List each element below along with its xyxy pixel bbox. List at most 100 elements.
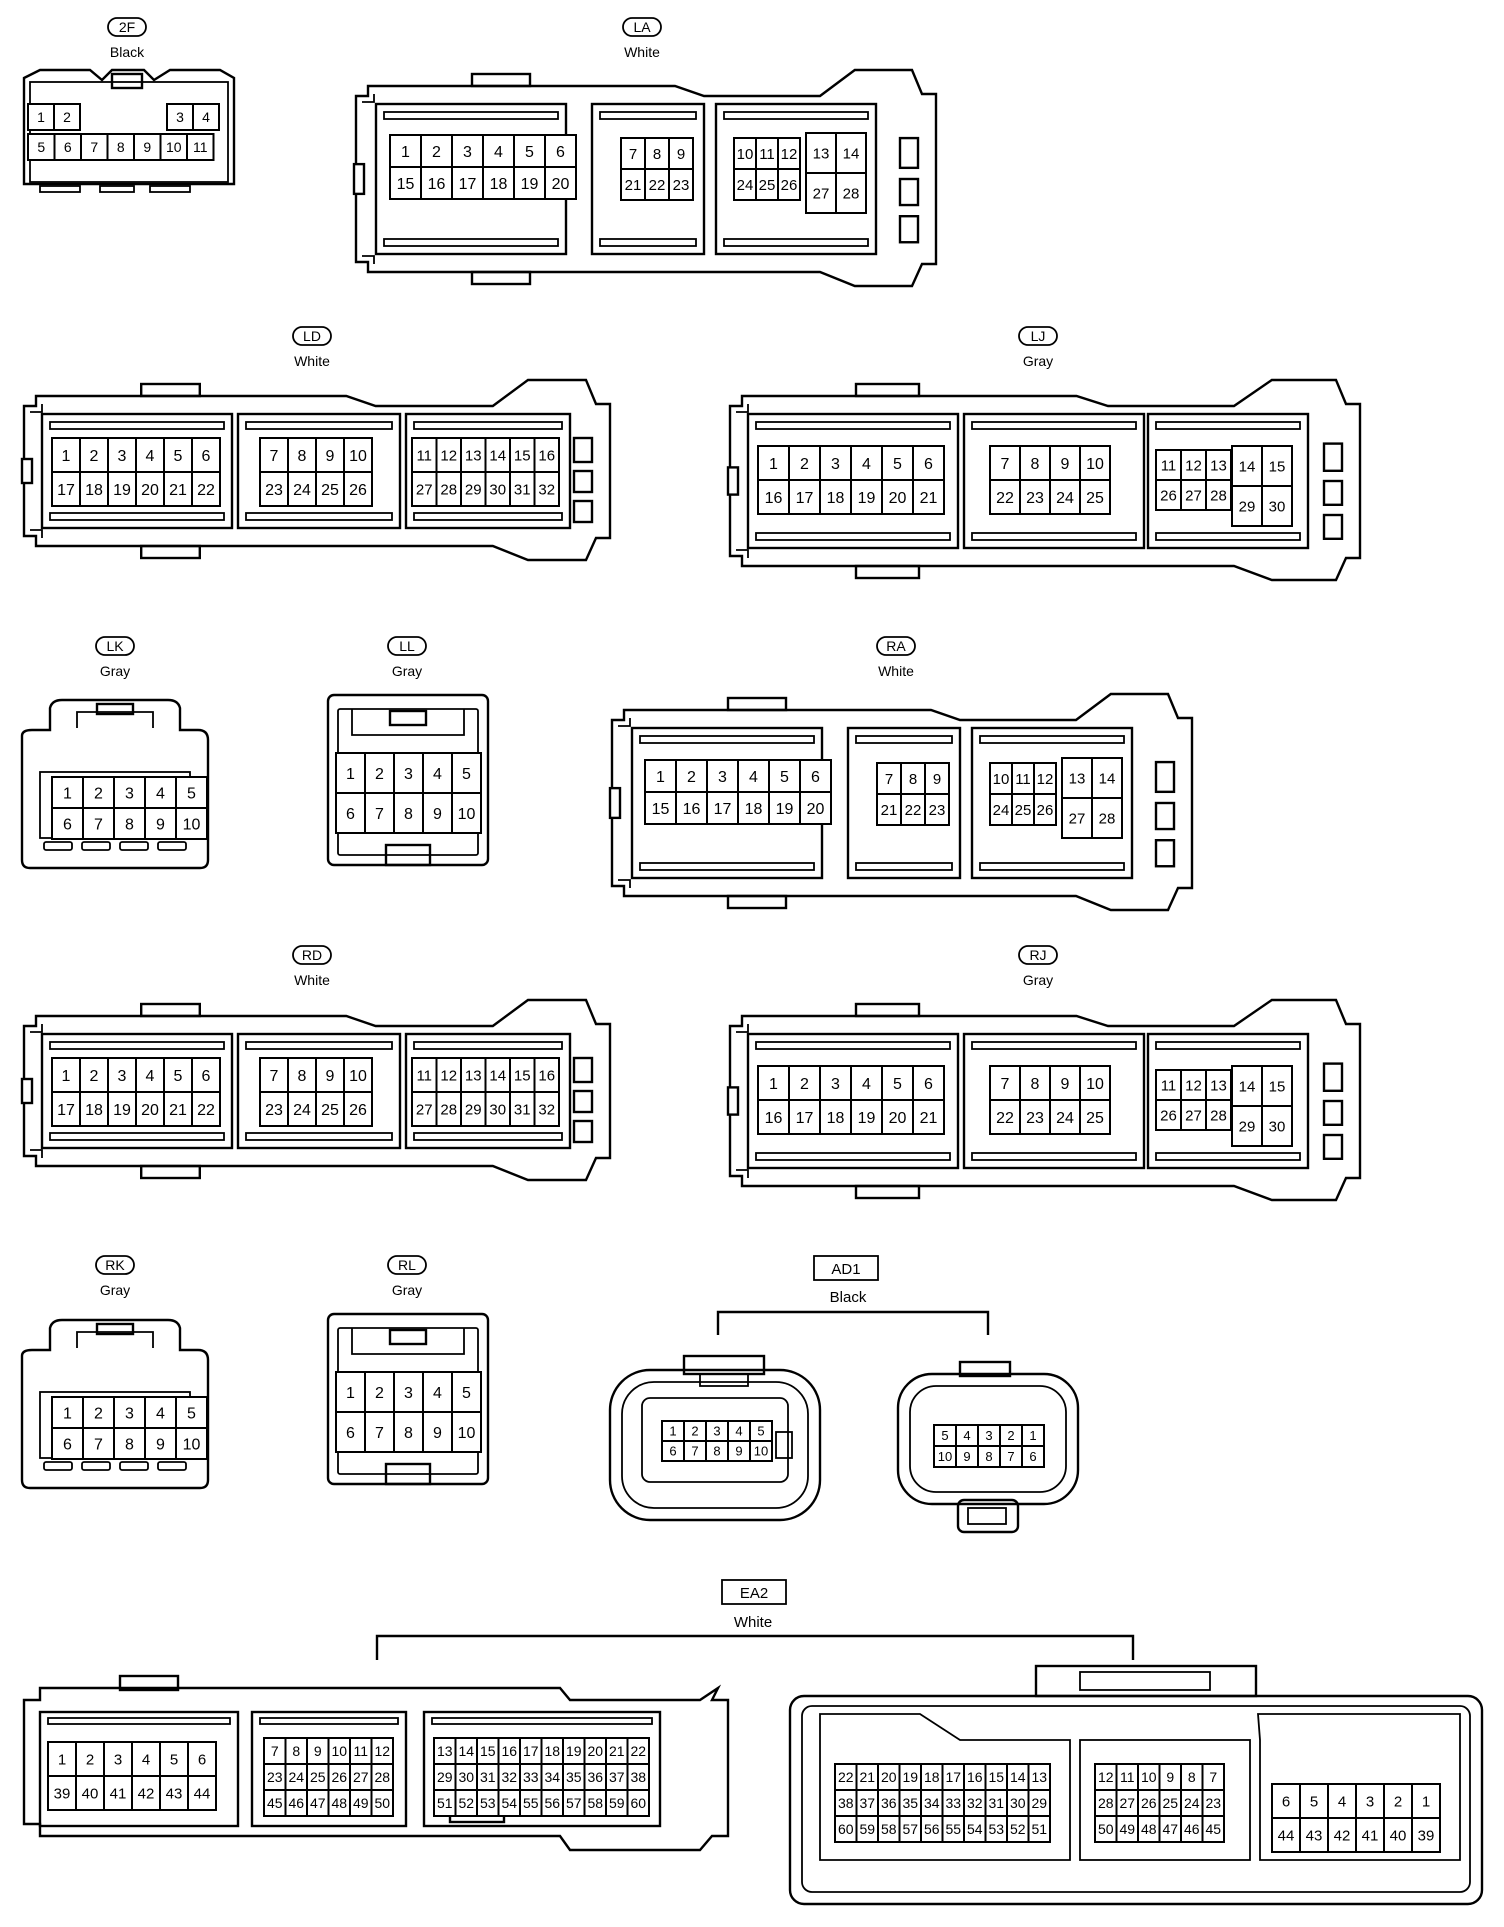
pin-number: 27 [1185, 1107, 1202, 1124]
pin-cell [1261, 1105, 1293, 1147]
pin-number: 48 [331, 1795, 347, 1811]
pin-number: 3 [114, 1751, 122, 1768]
pin-number: 3 [713, 1424, 720, 1439]
pin-number: 8 [1031, 1076, 1040, 1093]
pin-cell [451, 1411, 482, 1453]
slot [971, 421, 1137, 430]
slot [971, 1152, 1137, 1161]
pin-number: 6 [1029, 1449, 1036, 1464]
pin-cell [835, 172, 867, 214]
pin-cell [27, 103, 55, 131]
pin-number: 1 [37, 109, 45, 125]
connector-label-LK: LK Gray [95, 636, 135, 679]
pin-cell [343, 1057, 373, 1093]
pin-number: 27 [1069, 810, 1086, 827]
side-notch [352, 162, 366, 196]
pin-number: 3 [118, 448, 127, 465]
top-latch [139, 382, 201, 398]
pin-number: 59 [609, 1795, 625, 1811]
pin-number: 31 [514, 481, 531, 498]
pin-number: 3 [985, 1428, 992, 1443]
pin-number: 15 [1269, 458, 1286, 475]
pin-cell [135, 1091, 165, 1127]
pin-number: 13 [813, 145, 830, 162]
section-frame [714, 102, 878, 256]
pin-number: 58 [587, 1795, 603, 1811]
pin-cell [389, 166, 422, 200]
pin-cell [749, 1440, 773, 1462]
connector-id: 2F [119, 19, 135, 35]
slot [599, 238, 697, 247]
pin-number: 4 [202, 109, 210, 125]
pin-number: 37 [609, 1769, 625, 1785]
pin-number: 13 [465, 447, 482, 464]
latch-frame [76, 1331, 154, 1348]
pin-number: 20 [881, 1769, 897, 1785]
pin-number: 9 [735, 1444, 742, 1459]
pin-cell [850, 1099, 883, 1135]
pin-cell [460, 1091, 487, 1127]
pin-number: 12 [1098, 1769, 1114, 1785]
pin-number: 7 [1007, 1449, 1014, 1464]
pin-cell [163, 471, 193, 507]
pin-number: 20 [889, 1110, 907, 1127]
pin-number: 1 [58, 1751, 66, 1768]
pin-cell [389, 134, 422, 168]
pin-number: 15 [652, 801, 670, 818]
pin-number: 18 [544, 1743, 560, 1759]
pin-number: 9 [1061, 456, 1070, 473]
pin-number: 7 [94, 816, 103, 833]
slot [245, 512, 393, 521]
connector-label-RA: RA White [876, 636, 916, 679]
pin-number: 8 [117, 139, 125, 155]
slot [43, 841, 73, 851]
pin-cell [422, 752, 453, 794]
pin-number: 58 [881, 1821, 897, 1837]
pin-number: 30 [489, 481, 506, 498]
pin-cell [644, 137, 670, 170]
pin-cell [1033, 793, 1057, 826]
side-notch [20, 457, 34, 485]
pin-number: 27 [1119, 1795, 1135, 1811]
pin-number: 24 [293, 1102, 311, 1119]
pin-number: 17 [459, 176, 477, 193]
pin-cell [451, 792, 482, 834]
pin-number: 5 [174, 1068, 183, 1085]
pin-cell [876, 793, 902, 826]
pin-cell [175, 1427, 208, 1460]
pin-number: 24 [1056, 1110, 1074, 1127]
pin-number: 30 [1269, 498, 1286, 515]
pin-number: 6 [198, 1751, 206, 1768]
pin-cell [924, 793, 950, 826]
pin-number: 46 [1184, 1821, 1200, 1837]
lock-window [1322, 442, 1344, 473]
slot [855, 735, 953, 744]
pin-number: 14 [1010, 1769, 1026, 1785]
side-notch [20, 1077, 34, 1105]
pin-cell [51, 807, 84, 840]
pin-number: 6 [924, 456, 933, 473]
pin-cell [192, 103, 220, 131]
group-bracket [375, 1634, 1135, 1660]
pin-number: 45 [1205, 1821, 1221, 1837]
pin-cell [82, 1427, 115, 1460]
pin-number: 25 [310, 1769, 326, 1785]
connector-id: RA [886, 638, 906, 654]
pin-number: 16 [538, 447, 555, 464]
pin-number: 43 [1306, 1827, 1323, 1844]
lock-window [1322, 479, 1344, 506]
pin-cell [82, 807, 115, 840]
pin-number: 1 [1029, 1428, 1036, 1443]
top-latch [682, 1354, 766, 1376]
pin-number: 32 [538, 481, 555, 498]
pin-number: 19 [113, 1102, 131, 1119]
pin-number: 11 [416, 1067, 432, 1084]
side-notch [608, 786, 622, 820]
pin-cell [805, 172, 837, 214]
pin-number: 24 [993, 802, 1010, 819]
pin-number: 10 [737, 146, 754, 163]
